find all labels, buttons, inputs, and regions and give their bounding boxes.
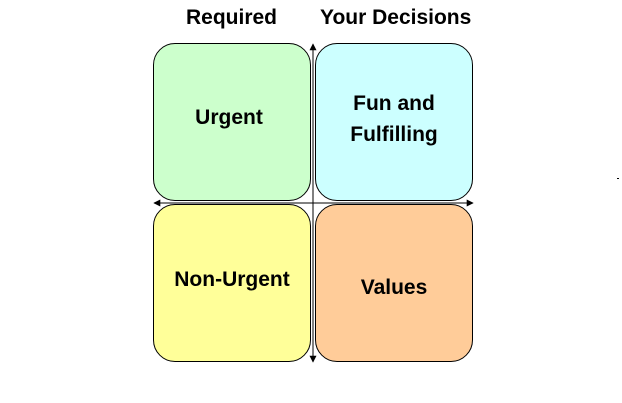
quadrant-values: Values [315, 204, 473, 362]
column-header-required: Required [186, 6, 278, 29]
quadrant-urgent: Urgent [153, 43, 311, 201]
quadrant-label-urgent: Urgent [195, 105, 263, 129]
column-header-your-decisions: Your Decisions [320, 6, 472, 29]
quadrant-non-urgent: Non-Urgent [153, 204, 311, 362]
quadrant-label-fun-and-fulfilling: Fun and Fulfilling [350, 92, 438, 146]
quadrant-label-non-urgent: Non-Urgent [174, 267, 290, 291]
stray-mark [617, 178, 619, 179]
quadrant-label-values: Values [360, 275, 428, 299]
